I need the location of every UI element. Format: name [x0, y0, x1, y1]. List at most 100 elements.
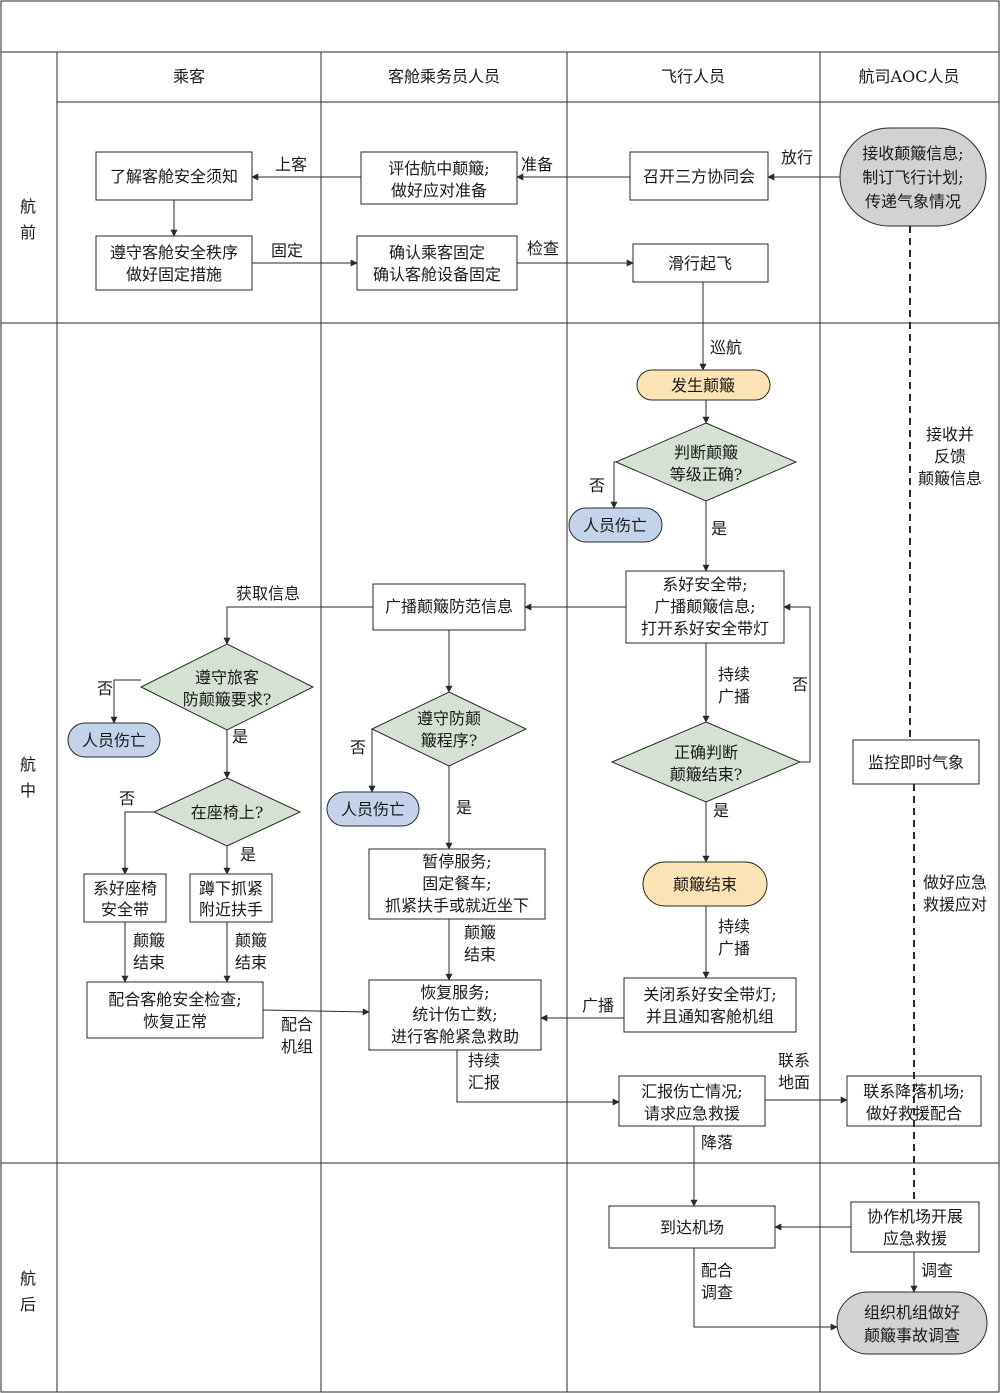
report-line1: 汇报伤亡情况; [641, 1082, 742, 1101]
label-release: 放行 [781, 148, 813, 167]
squat-box [189, 873, 273, 923]
close-light-box [623, 977, 797, 1033]
label-no4: 否 [350, 738, 366, 757]
arrow-req-no [110, 679, 141, 724]
label-board: 上客 [275, 155, 307, 174]
broadcast-prevent-box [372, 583, 526, 631]
assist-airport-line1: 协作机场开展 [867, 1207, 963, 1226]
resume-line1: 恢复服务; [420, 983, 489, 1002]
close-light-line2: 并且通知客舱机组 [646, 1007, 774, 1026]
obey-req-line2: 防颠簸要求? [183, 690, 272, 709]
label-coop-crew-b: 机组 [281, 1037, 313, 1056]
label-turb-end-b2: 结束 [235, 953, 267, 972]
lane-header-passenger: 乘客 [173, 67, 205, 86]
label-keep-broadcast2-b: 广播 [718, 939, 750, 958]
assess-line1: 评估航中颠簸; [388, 159, 489, 178]
label-aoc-feedback-a: 接收并 [926, 425, 974, 444]
obey-proc-diamond [370, 691, 528, 767]
arrive-text: 到达机场 [660, 1218, 724, 1237]
label-turb-end-c2: 结束 [464, 945, 496, 964]
aoc-receive-line3: 传递气象情况 [865, 192, 961, 211]
lane-header-aoc: 航司AOC人员 [859, 67, 960, 86]
label-get-info: 获取信息 [236, 584, 300, 603]
confirm-fixed-line1: 确认乘客固定 [389, 243, 485, 262]
close-light-line1: 关闭系好安全带灯; [643, 985, 776, 1004]
label-no3: 否 [119, 789, 135, 808]
assess-line2: 做好应对准备 [391, 181, 487, 200]
label-yes3: 是 [240, 845, 256, 864]
arrow-judge-end-no-loop [783, 603, 811, 763]
phase-before-2: 前 [20, 223, 36, 242]
pause-service-line1: 暂停服务; [422, 852, 491, 871]
judge-level-diamond [614, 422, 798, 502]
fasten-broadcast-line3: 打开系好安全带灯 [641, 619, 769, 638]
report-box [618, 1075, 766, 1127]
taxi-text: 滑行起飞 [668, 254, 732, 273]
fasten-seat-line1: 系好座椅 [93, 879, 157, 898]
label-yes-end: 是 [713, 801, 729, 820]
arrow-judge-no [610, 461, 618, 509]
label-keep-report-b: 汇报 [468, 1073, 500, 1092]
fasten-seat-box [83, 873, 167, 923]
judge-end-diamond [610, 721, 802, 803]
tri-meeting-box [629, 151, 769, 201]
lane-header-cabin-crew: 客舱乘务员人员 [388, 67, 500, 86]
pause-service-line3: 抓紧扶手或就近坐下 [385, 896, 529, 915]
monitor-text: 监控即时气象 [868, 753, 964, 772]
learn-safety-text: 了解客舱安全须知 [110, 167, 238, 186]
investigate-line1: 组织机组做好 [864, 1303, 960, 1322]
label-keep-broadcast1-a: 持续 [718, 665, 750, 684]
turb-start-text: 发生颠簸 [671, 376, 735, 395]
phase-before-1: 航 [20, 197, 36, 216]
phase-during-1: 航 [20, 755, 36, 774]
label-aoc-rescue-b: 救援应对 [923, 895, 987, 914]
pause-service-box [368, 848, 546, 920]
label-investigate: 调查 [921, 1261, 953, 1280]
resume-box [368, 979, 542, 1051]
arrow-check-to-resume [262, 1008, 370, 1016]
resume-line3: 进行客舱紧急救助 [391, 1027, 519, 1046]
label-turb-end-c1: 颠簸 [464, 923, 496, 942]
cooperate-check-line1: 配合客舱安全检查; [108, 990, 241, 1009]
label-aoc-feedback-b: 反馈 [934, 447, 966, 466]
label-coop-invest-b: 调查 [701, 1283, 733, 1302]
lane-header-flight-crew: 飞行人员 [661, 67, 725, 86]
obey-req-line1: 遵守旅客 [195, 668, 259, 687]
obey-req-diamond [139, 643, 315, 731]
label-yes1: 是 [711, 519, 727, 538]
on-seat-text: 在座椅上? [191, 803, 264, 822]
label-cruise: 巡航 [710, 338, 742, 357]
label-turb-end-a1: 颠簸 [133, 931, 165, 950]
label-landing: 降落 [701, 1133, 733, 1152]
phase-during-2: 中 [20, 781, 36, 800]
label-yes2: 是 [232, 727, 248, 746]
label-coop-invest-a: 配合 [701, 1261, 733, 1280]
obey-order-line2: 做好固定措施 [126, 265, 222, 284]
obey-proc-line1: 遵守防颠 [417, 709, 481, 728]
squat-line2: 附近扶手 [199, 900, 263, 919]
label-no2: 否 [97, 679, 113, 698]
label-aoc-feedback-c: 颠簸信息 [918, 469, 982, 488]
fasten-seat-line2: 安全带 [101, 900, 149, 919]
casualty-pass-text: 人员伤亡 [82, 731, 146, 750]
arrow-broadcast-to-passenger [223, 606, 373, 645]
fasten-broadcast-line2: 广播颠簸信息; [654, 597, 755, 616]
cooperate-check-line2: 恢复正常 [143, 1012, 207, 1031]
judge-level-line1: 判断颠簸 [674, 443, 738, 462]
label-prepare: 准备 [521, 155, 553, 174]
obey-order-line1: 遵守客舱安全秩序 [110, 243, 238, 262]
confirm-fixed-box [356, 235, 518, 291]
investigate-line2: 颠簸事故调查 [864, 1326, 960, 1345]
label-contact-ground-a: 联系 [778, 1051, 810, 1070]
label-no1: 否 [589, 476, 605, 495]
label-check: 检查 [527, 239, 559, 258]
label-keep-report-a: 持续 [468, 1051, 500, 1070]
label-keep-broadcast1-b: 广播 [718, 687, 750, 706]
label-no-loop: 否 [792, 675, 808, 694]
contact-airport-line1: 联系降落机场; [863, 1082, 964, 1101]
pause-service-line2: 固定餐车; [422, 874, 491, 893]
broadcast-prevent-text: 广播颠簸防范信息 [385, 597, 513, 616]
assist-airport-line2: 应急救援 [883, 1229, 947, 1248]
